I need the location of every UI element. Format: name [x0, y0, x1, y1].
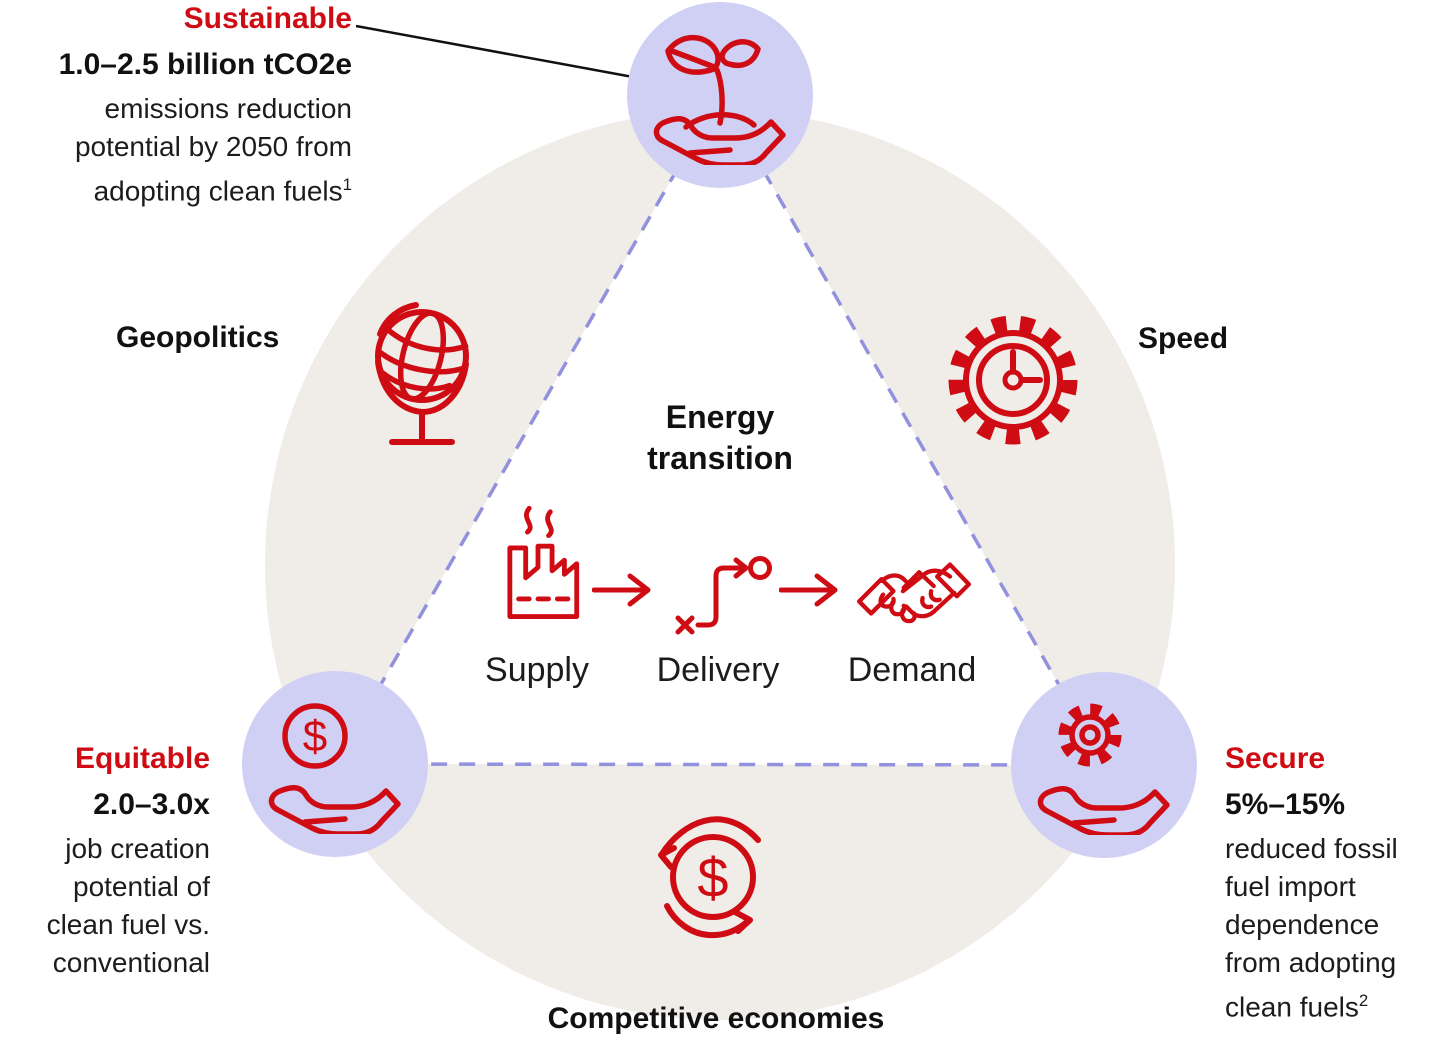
- finger-line-2: [928, 589, 942, 603]
- center-title-line1: Energy: [665, 399, 775, 435]
- leaf-vein: [669, 48, 717, 70]
- globe-arm-top: [377, 302, 419, 337]
- gear-ring: [1069, 714, 1111, 756]
- right-hand-bottom: [904, 590, 957, 619]
- step-label-supply: Supply: [485, 651, 589, 689]
- node-equitable: $: [242, 671, 428, 857]
- left-sleeve: [857, 577, 896, 616]
- description-line: from adopting: [1225, 947, 1397, 978]
- smoke-left: [524, 505, 533, 535]
- hand: [1037, 786, 1170, 835]
- label-geopolitics: Geopolitics: [116, 321, 280, 354]
- clock-hub: [1002, 369, 1024, 391]
- arrow-right-icon: [779, 573, 838, 607]
- gear-clock-icon: [948, 315, 1078, 445]
- hand: [268, 785, 401, 834]
- secure-title: Secure: [1225, 742, 1326, 775]
- description-line: clean fuel vs.: [46, 909, 210, 940]
- globe-graticule: [376, 310, 469, 402]
- coin: [282, 703, 348, 769]
- sustainable-title: Sustainable: [183, 2, 352, 35]
- description-line: reduced fossil: [1225, 833, 1398, 864]
- route-arrowhead: [733, 557, 749, 579]
- step-label-delivery: Delivery: [656, 651, 780, 689]
- right-sleeve: [935, 562, 971, 599]
- description-line: fuel import: [1225, 871, 1356, 902]
- secure-description: reduced fossil fuel import dependence fr…: [1225, 830, 1440, 1026]
- equitable-text-block: Equitable 2.0–3.0x job creation potentia…: [0, 742, 210, 982]
- hand-holding-seedling-icon: [653, 34, 786, 165]
- equitable-title: Equitable: [74, 742, 210, 775]
- sustainable-callout-line: [355, 24, 634, 79]
- hand-holding-coin-icon: $: [268, 703, 401, 834]
- sustainable-text-block: Sustainable 1.0–2.5 billion tCO2e emissi…: [0, 2, 352, 210]
- center-title-line2: transition: [647, 440, 793, 476]
- route-plan-icon: [675, 556, 772, 635]
- hand: [653, 116, 786, 165]
- coin: [670, 834, 756, 920]
- description-line: clean fuels2: [1225, 991, 1369, 1023]
- gear-teeth: [1058, 703, 1122, 767]
- secure-text-block: Secure 5%–15% reduced fossil fuel import…: [1225, 742, 1440, 1026]
- hand-holding-gear-icon: [1037, 703, 1170, 835]
- route-path: [695, 565, 747, 628]
- description-line: dependence: [1225, 909, 1380, 940]
- footnote-marker: 1: [342, 175, 352, 194]
- knuckle-3: [899, 607, 917, 624]
- description-line: job creation: [65, 833, 210, 864]
- equitable-description: job creation potential of clean fuel vs.…: [0, 830, 210, 982]
- description-line: emissions reduction: [104, 93, 352, 124]
- gear-hub: [1079, 724, 1101, 746]
- right-leaf: [719, 39, 761, 69]
- globe-sphere: [375, 309, 469, 403]
- desk-globe-icon: [375, 302, 469, 445]
- gear-ring: [963, 330, 1063, 430]
- label-competitive-economies: Competitive economies: [547, 1002, 885, 1035]
- dollar-cycle-icon: $: [658, 816, 761, 939]
- dollar-glyph: $: [697, 846, 728, 909]
- sustainable-stat: 1.0–2.5 billion tCO2e: [58, 48, 352, 81]
- dollar-glyph: $: [303, 712, 327, 761]
- finger-line-1: [920, 595, 934, 610]
- cycle-arc-top: [659, 816, 761, 857]
- label-speed: Speed: [1138, 322, 1229, 355]
- node-secure: [1011, 672, 1197, 858]
- description-line: potential of: [73, 871, 210, 902]
- secure-stat: 5%–15%: [1225, 788, 1346, 821]
- step-label-demand: Demand: [847, 651, 977, 689]
- description-line: conventional: [52, 947, 210, 978]
- description-line: adopting clean fuels1: [93, 175, 352, 207]
- cycle-arrowhead-left: [658, 845, 677, 870]
- smoke-right: [545, 509, 554, 539]
- factory-icon: [507, 505, 580, 619]
- gear-teeth: [948, 315, 1078, 445]
- node-sustainable: [627, 2, 813, 188]
- cycle-arrowhead-right: [732, 909, 753, 934]
- left-leaf: [665, 34, 721, 75]
- stem: [714, 67, 725, 126]
- sustainable-description: emissions reduction potential by 2050 fr…: [0, 90, 352, 210]
- left-hand-top: [879, 573, 911, 587]
- equitable-stat: 2.0–3.0x: [93, 788, 210, 821]
- description-line: potential by 2050 from: [74, 131, 352, 162]
- footnote-marker: 2: [1358, 991, 1369, 1010]
- route-destination: [748, 556, 772, 580]
- center-title: Energy transition: [570, 397, 870, 479]
- factory-body: [507, 543, 580, 619]
- clock-face: [976, 343, 1050, 417]
- route-start-x: [675, 615, 695, 635]
- arrow-right-icon: [592, 573, 651, 607]
- handshake-icon: [857, 562, 971, 624]
